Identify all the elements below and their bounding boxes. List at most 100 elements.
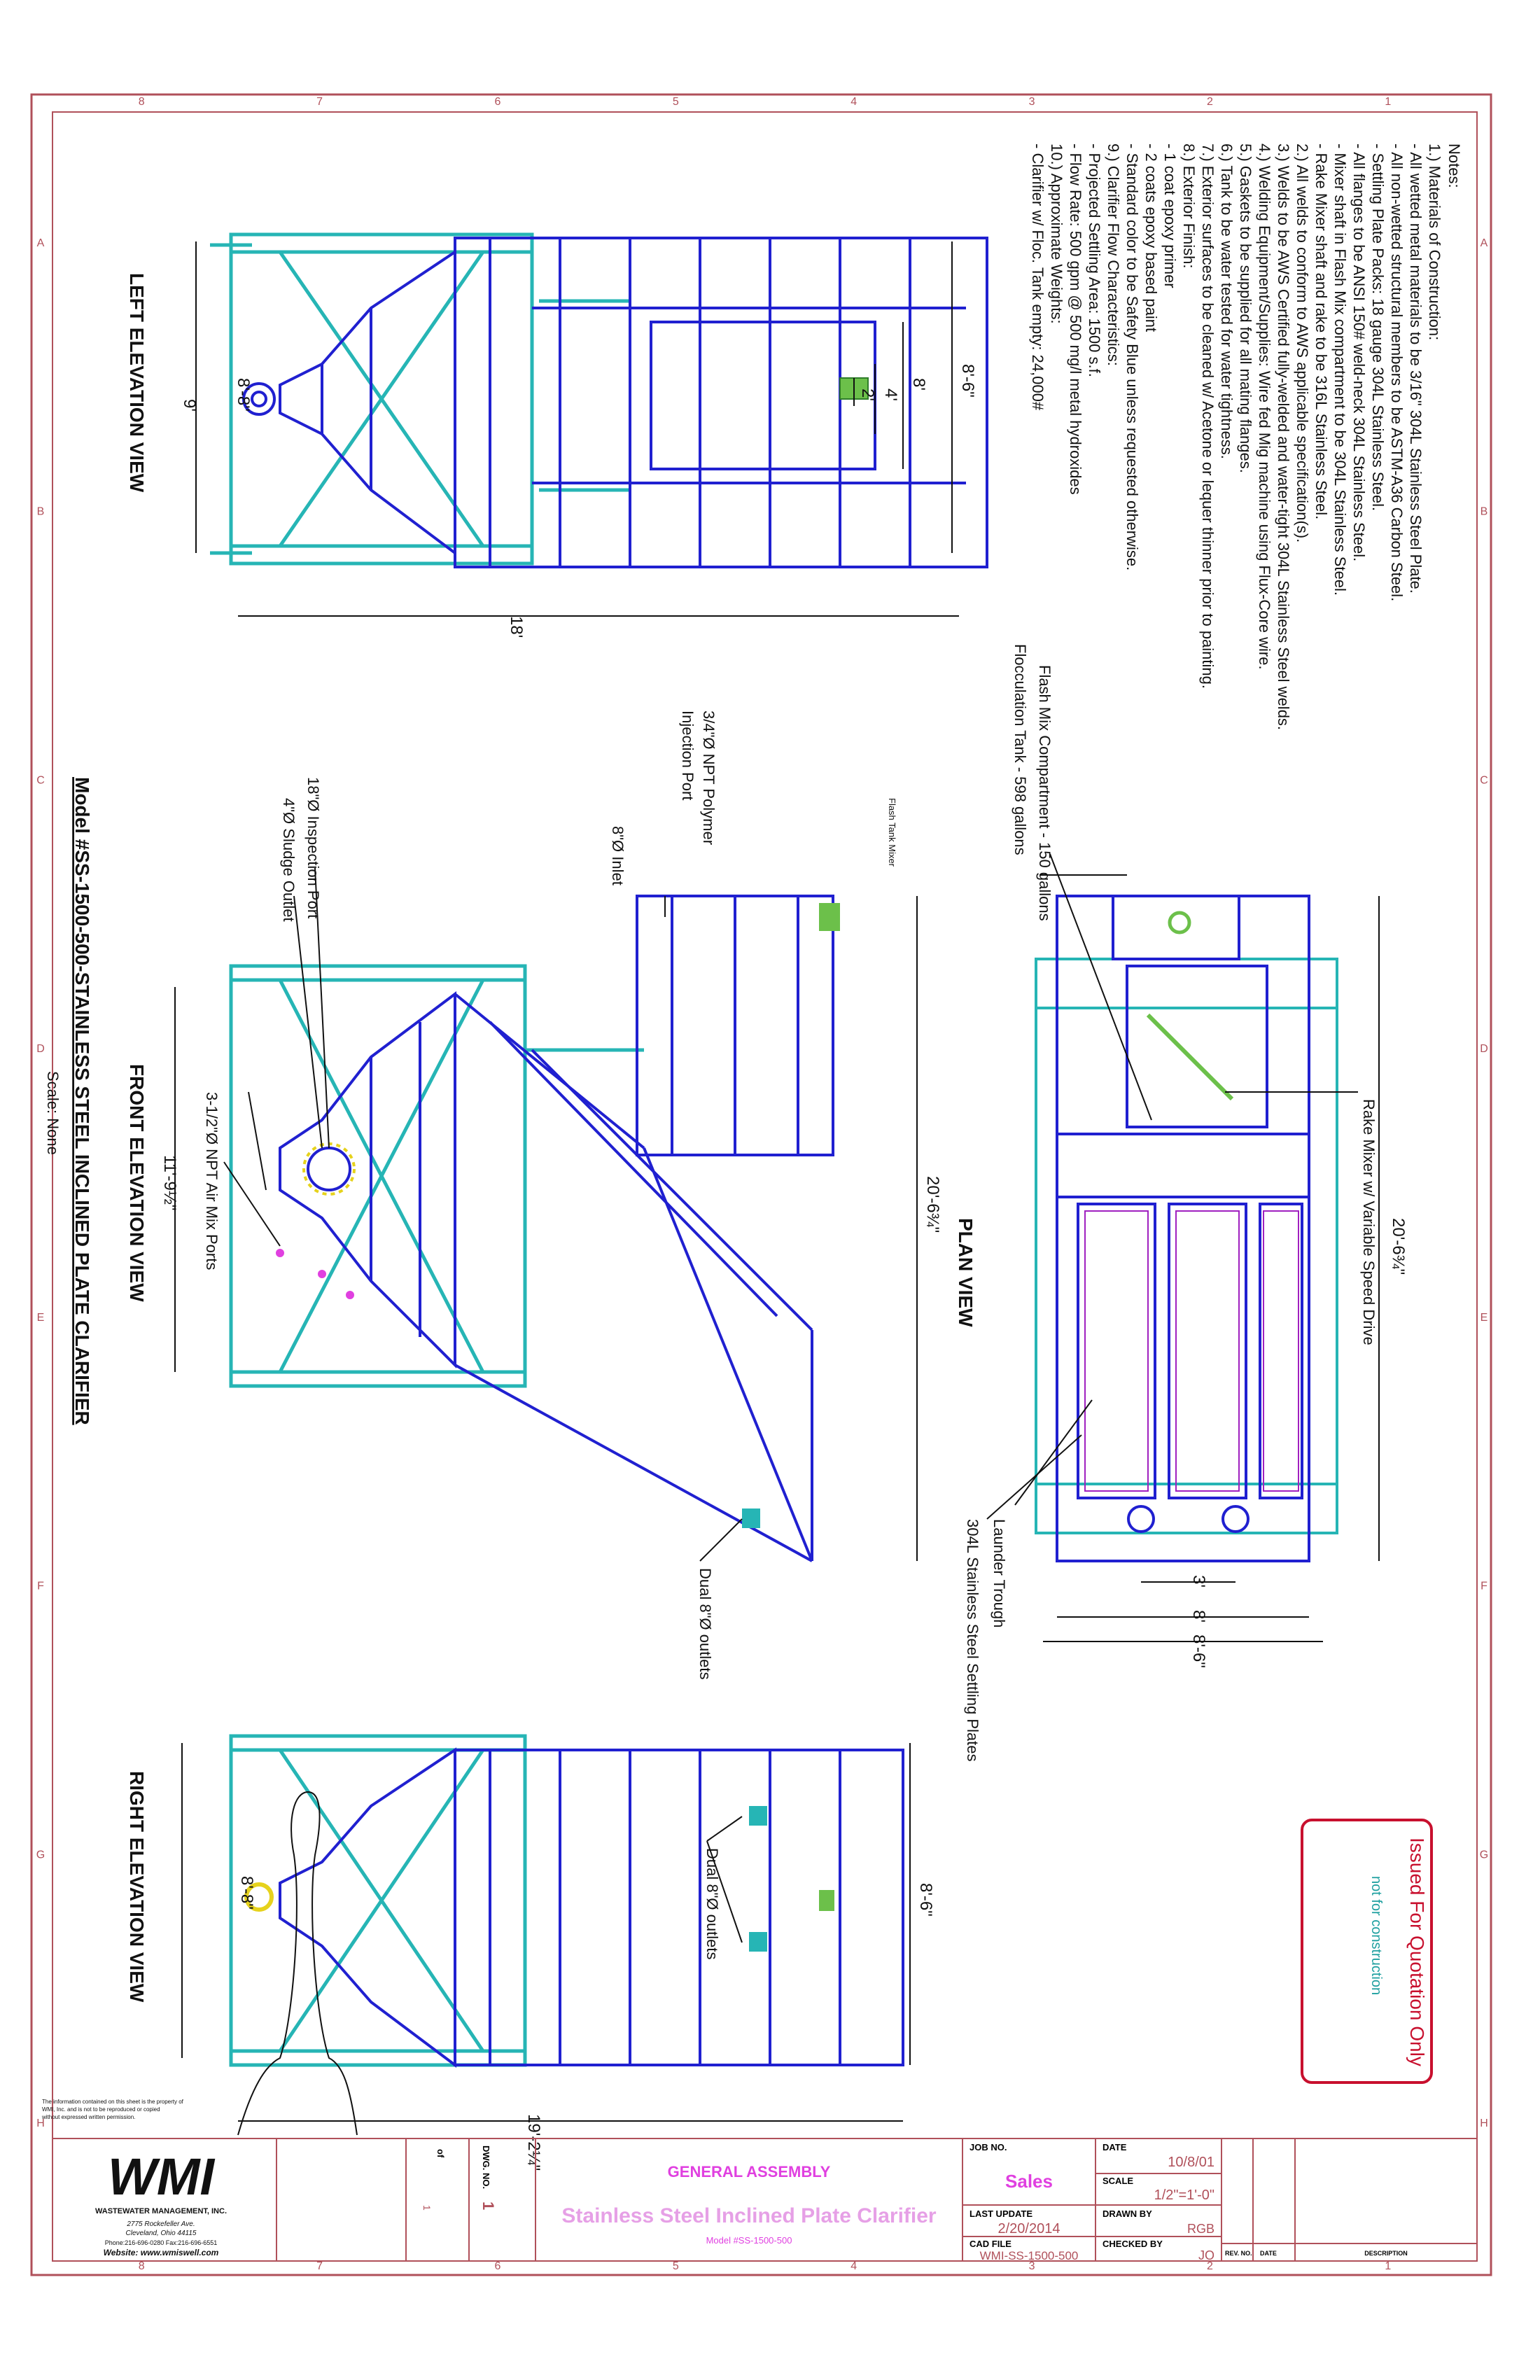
notes-block: Notes: 1.) Materials of Construction: - … (1029, 144, 1463, 730)
zone-letter: F (37, 1581, 44, 1592)
checked-by-label: CHECKED BY (1102, 2239, 1163, 2249)
company-name: WASTEWATER MANAGEMENT, INC. (95, 2207, 227, 2216)
job-no-label: JOB NO. (969, 2142, 1007, 2152)
company-logo: WMI (108, 2148, 215, 2206)
stamp-sub: not for construction (1368, 1876, 1384, 1995)
job-no: Sales (1005, 2171, 1053, 2192)
rev-no-label: REV. NO. (1225, 2250, 1252, 2257)
note-line: - 2 coats epoxy based paint (1142, 144, 1160, 332)
date-value: 10/8/01 (1168, 2155, 1214, 2170)
zone-letter: A (37, 237, 45, 249)
drawing-model: Model #SS-1500-500 (706, 2235, 792, 2246)
right-dim-19ft: 19'-2¼" (524, 2114, 543, 2171)
left-dim-9ft: 9' (180, 399, 199, 412)
zone-letter: B (37, 506, 45, 518)
company-address-2: Cleveland, Ohio 44115 (126, 2230, 197, 2237)
zone-letter: G (36, 1849, 45, 1861)
note-line: 2.) All welds to conform to AWS applicab… (1294, 144, 1311, 542)
plan-dim-3ft: 3' (1189, 1575, 1208, 1588)
last-update-label: LAST UPDATE (969, 2208, 1032, 2219)
zone-letter: D (36, 1043, 45, 1055)
air-mix-ports-callout: 3-1/2"Ø NPT Air Mix Ports (203, 1092, 220, 1270)
scale-label: SCALE (1102, 2176, 1133, 2186)
zone-letter: E (1480, 1312, 1488, 1324)
right-elevation-view: 8'-6" 8'-8" 19'-2¼" Dual 8"Ø outlets RIG… (126, 1734, 935, 2171)
stamp-main: Issued For Quotation Only (1406, 1837, 1428, 2066)
zone-number: 1 (1385, 2260, 1391, 2272)
note-line: - Projected Settling Area: 1500 s.f. (1086, 144, 1103, 377)
notes-lines: 1.) Materials of Construction: - All wet… (1029, 144, 1443, 730)
left-dim-8ft: 8' (909, 378, 928, 391)
note-line: - All flanges to be ANSI 150# weld-neck … (1350, 144, 1368, 561)
polymer-port-callout-2: Injection Port (679, 710, 696, 800)
left-dim-2ft: 2' (858, 388, 877, 401)
model-title: Model #SS-1500-500-STAINLESS STEEL INCLI… (71, 777, 93, 1425)
note-line: - Standard color to be Safety Blue unles… (1124, 144, 1141, 570)
note-line: - 1 coat epoxy primer (1161, 144, 1179, 288)
zone-letter: G (1480, 1849, 1488, 1861)
note-line: 10.) Approximate Weights: (1048, 144, 1065, 324)
company-address-1: 2775 Rockefeller Ave. (126, 2220, 195, 2228)
general-assembly: GENERAL ASSEMBLY (668, 2163, 831, 2180)
zone-number: 4 (850, 2260, 857, 2272)
right-dim-8ft8: 8'-8" (237, 1876, 256, 1910)
front-elevation-title: FRONT ELEVATION VIEW (126, 1064, 148, 1302)
sheet-total: 1 (421, 2205, 433, 2211)
front-elevation-view: 20'-6¾" 11'-9½" Flash Tank Mixer 3/4"Ø N… (44, 710, 942, 1679)
drawn-by-label: DRAWN BY (1102, 2208, 1152, 2219)
disclaimer-line-3: without expressed written permission. (41, 2114, 135, 2120)
note-line: 9.) Clarifier Flow Characteristics: (1105, 144, 1122, 366)
zone-number: 5 (673, 96, 679, 108)
launder-callout: Launder Trough (990, 1519, 1008, 1628)
note-line: - Rake Mixer shaft and rake to be 316L S… (1312, 144, 1330, 519)
left-dim-8ft8: 8'-8" (234, 378, 253, 412)
company-website: Website: www.wmiswell.com (104, 2248, 219, 2258)
description-label: DESCRIPTION (1364, 2250, 1408, 2257)
rev-date-label: DATE (1260, 2250, 1277, 2257)
zone-letter: F (1480, 1581, 1488, 1592)
note-line: - All non-wetted structural members to b… (1388, 144, 1406, 601)
zone-letter: D (1480, 1043, 1488, 1055)
zone-number: 7 (316, 96, 323, 108)
note-line: 1.) Materials of Construction: (1426, 144, 1443, 340)
left-dim-8ft6: 8'-6" (958, 364, 977, 398)
sludge-outlet-callout: 4"Ø Sludge Outlet (280, 798, 298, 922)
plan-dim-20ft: 20'-6¾" (1389, 1218, 1408, 1275)
left-dim-4ft: 4' (881, 388, 900, 401)
plan-dim-8ft6: 8'-6" (1189, 1634, 1208, 1668)
note-line: - Mixer shaft in Flash Mix compartment t… (1331, 144, 1349, 596)
zone-number: 6 (494, 2260, 500, 2272)
zone-number: 8 (139, 96, 145, 108)
zone-number: 8 (139, 2260, 145, 2272)
settling-plates-callout: 304L Stainless Steel Settling Plates (964, 1519, 981, 1762)
note-line: 3.) Welds to be AWS Certified fully-weld… (1275, 144, 1292, 730)
person-scale-figure (237, 1791, 358, 2136)
zone-number: 3 (1029, 2260, 1035, 2272)
zone-number: 2 (1207, 96, 1213, 108)
zone-letter: A (1480, 237, 1488, 249)
zone-letter: C (1480, 774, 1488, 786)
zone-letter: H (1480, 2118, 1488, 2129)
left-elevation-view: 9' 8'-6" 8' 4' 2' 8'-8" 18' LEFT ELEVATI… (126, 232, 988, 638)
disclaimer-line-2: WMI, Inc. and is not to be reproduced or… (42, 2106, 160, 2113)
quotation-stamp: Issued For Quotation Only not for constr… (1301, 1819, 1433, 2084)
zone-number: 1 (1385, 96, 1391, 108)
cad-file-label: CAD FILE (969, 2239, 1011, 2249)
disclaimer-line-1: The information contained on this sheet … (42, 2099, 184, 2105)
company-phone: Phone:216-696-0280 Fax:216-696-6551 (105, 2239, 218, 2246)
left-elevation-title: LEFT ELEVATION VIEW (126, 273, 148, 493)
front-dim-11ft: 11'-9½" (160, 1155, 179, 1210)
left-dim-18ft: 18' (507, 616, 526, 638)
notes-heading: Notes: (1446, 144, 1463, 188)
plan-view: 20'-6¾" 3' 8' 8'-6" Flash Mix Compartmen… (955, 644, 1408, 1762)
sheet-of: of (435, 2149, 446, 2158)
plan-view-title: PLAN VIEW (955, 1218, 976, 1327)
note-line: - Clarifier w/ Floc. Tank empty: 24,000# (1029, 144, 1046, 411)
last-update: 2/20/2014 (998, 2221, 1060, 2236)
scale-value: 1/2"=1'-0" (1154, 2188, 1214, 2203)
note-line: 7.) Exterior surfaces to be cleaned w/ A… (1199, 144, 1217, 689)
note-line: 8.) Exterior Finish: (1180, 144, 1198, 269)
zone-number: 5 (673, 2260, 679, 2272)
checked-by: JO (1198, 2248, 1214, 2262)
floc-tank-callout: Flocculation Tank - 598 gallons (1011, 644, 1029, 855)
